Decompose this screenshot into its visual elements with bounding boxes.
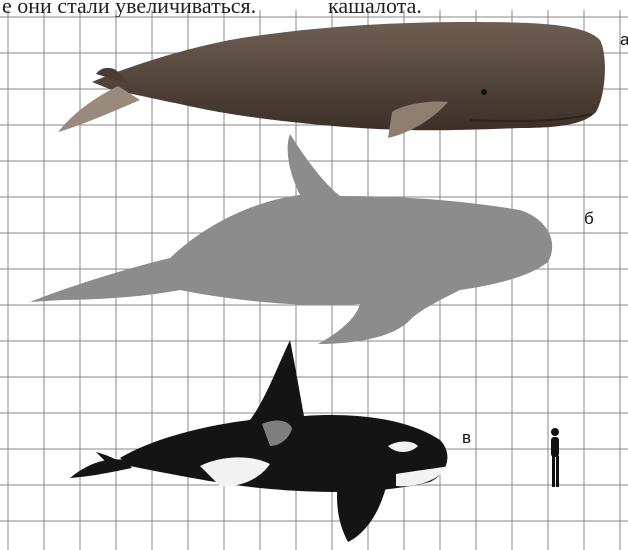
whale-silhouette [30, 134, 552, 344]
caption-right: кашалота. [328, 0, 422, 17]
human-silhouette [551, 428, 559, 487]
panel-label-c: в [462, 428, 471, 448]
panel-label-a: а [620, 30, 628, 50]
sperm-whale-illustration [58, 22, 605, 138]
panel-label-b: б [584, 209, 594, 229]
caption-left: е они стали увеличиваться. [2, 0, 256, 17]
orca-illustration [70, 340, 448, 542]
caption-top: е они стали увеличиваться. кашалота. [0, 0, 628, 17]
